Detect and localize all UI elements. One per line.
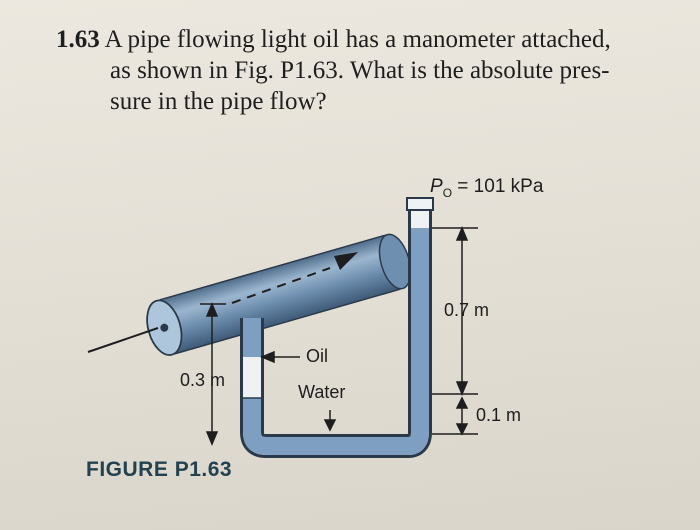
dimension-label-upper: 0.7 m [444, 300, 490, 320]
dimension-label-left: 0.3 m [180, 370, 226, 390]
problem-line-1: 1.63 A pipe flowing light oil has a mano… [56, 24, 686, 55]
p0-symbol: P [430, 176, 443, 197]
fluid-label-oil: Oil [306, 346, 328, 366]
figure-caption-prefix: FIGURE [86, 458, 169, 481]
manometer-tube [240, 197, 434, 458]
problem-line-2: as shown in Fig. P1.63. What is the abso… [110, 57, 610, 84]
problem-text-1: A pipe flowing light oil has a manometer… [104, 26, 611, 53]
atmospheric-pressure-label: PO = 101 kPa [430, 176, 543, 200]
dimension-lines [200, 226, 478, 446]
figure-caption: FIGURE P1.63 [86, 458, 232, 482]
dimension-label-lower: 0.1 m [476, 405, 522, 425]
problem-statement: 1.63 A pipe flowing light oil has a mano… [56, 24, 686, 117]
p0-value: = 101 kPa [452, 176, 544, 197]
problem-number: 1.63 [56, 26, 100, 53]
oil-pipe [146, 233, 412, 356]
flow-arrow [87, 252, 358, 353]
figure-caption-id: P1.63 [174, 458, 233, 481]
p0-subscript: O [442, 185, 453, 200]
fluid-label-water: Water [298, 382, 346, 402]
problem-line-3: sure in the pipe flow? [110, 88, 327, 115]
